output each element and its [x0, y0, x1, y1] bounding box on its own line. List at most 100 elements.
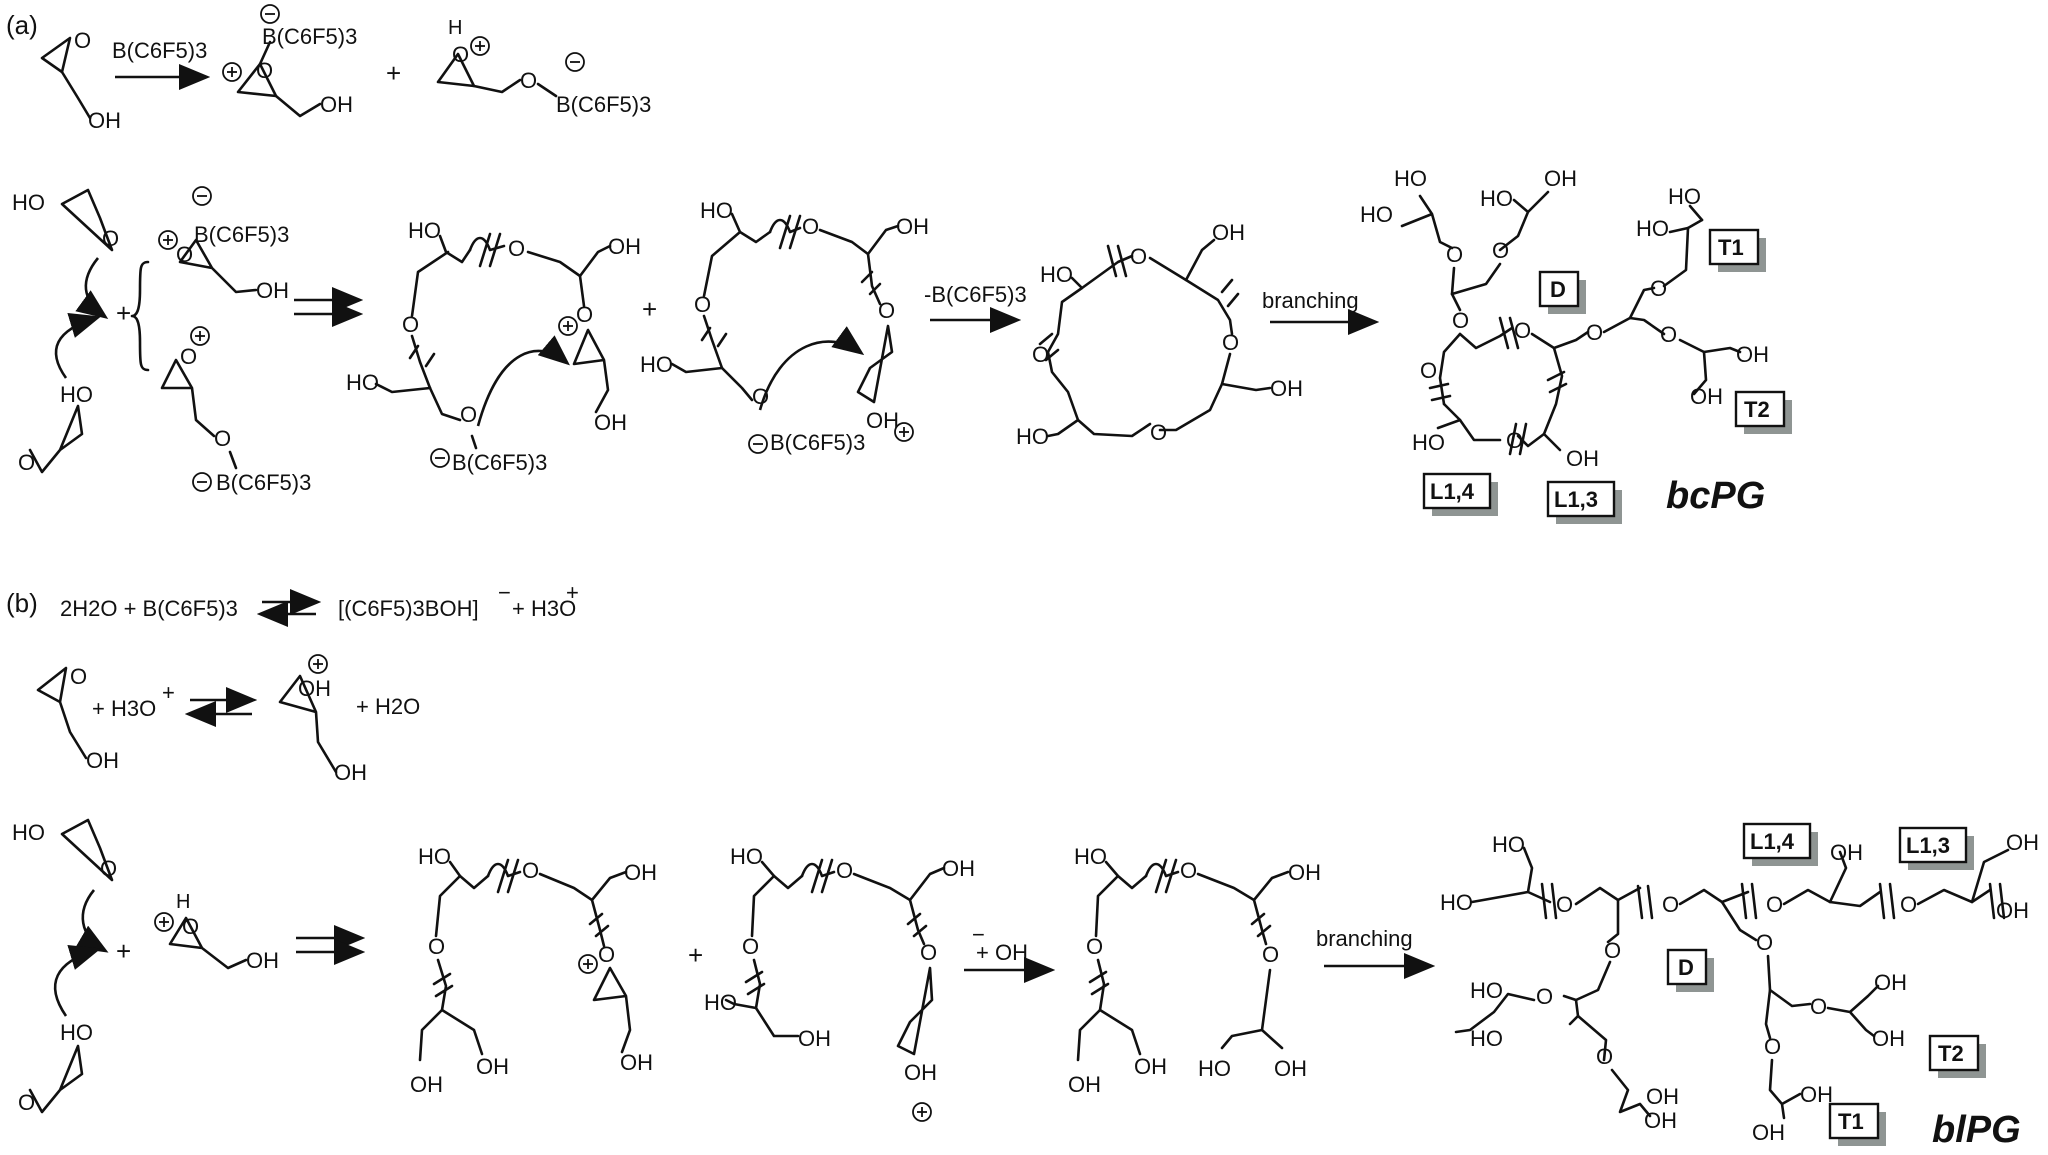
- epoxide-oxygen: O: [452, 42, 469, 67]
- ether-oxygen: O: [1586, 320, 1603, 345]
- hydroxyl-label: HO: [1016, 424, 1049, 449]
- protonated-epoxide-label: OH: [904, 1060, 937, 1085]
- hydroxyl-label: HO: [60, 1020, 93, 1045]
- hydroxyl-label: OH: [1288, 860, 1321, 885]
- ether-oxygen: O: [1900, 892, 1917, 917]
- protonated-glycidol: O H OH: [154, 891, 279, 973]
- hydronium-label: + H3O: [512, 596, 576, 621]
- ether-oxygen: O: [920, 940, 937, 965]
- hydroxyl-label: OH: [2006, 830, 2039, 855]
- hydroxyl-label: OH: [256, 278, 289, 303]
- panel-label-b: (b): [6, 588, 38, 618]
- water-equilibrium-left: 2H2O + B(C6F5)3: [60, 596, 238, 621]
- ether-oxygen: O: [694, 292, 711, 317]
- unit-label-t1: T1: [1828, 1102, 1886, 1146]
- hydroxyl-label: HO: [12, 190, 45, 215]
- ether-oxygen: O: [1180, 858, 1197, 883]
- product-label-blpg: blPG: [1932, 1109, 2021, 1151]
- hydroxyl-label: OH: [1646, 1084, 1679, 1109]
- ether-oxygen: O: [1420, 358, 1437, 383]
- hydroxyl-label: OH: [1274, 1056, 1307, 1081]
- ether-oxygen: O: [1650, 276, 1667, 301]
- panel-label-a: (a): [6, 10, 38, 40]
- hydroxyl-label: HO: [1470, 1026, 1503, 1051]
- hydroxyl-label: HO: [700, 198, 733, 223]
- ether-oxygen: O: [802, 214, 819, 239]
- hydroxyl-label: OH: [86, 748, 119, 773]
- ether-oxygen: O: [1756, 930, 1773, 955]
- ether-oxygen: O: [214, 426, 231, 451]
- hydroxyl-label: HO: [1480, 186, 1513, 211]
- epoxide-oxygen: O: [100, 856, 117, 881]
- ether-oxygen: O: [1130, 244, 1147, 269]
- borane-label: B(C6F5)3: [194, 222, 289, 247]
- hydroxyl-label: OH: [594, 410, 627, 435]
- brace: [130, 260, 150, 372]
- hydroxyl-label: HO: [60, 382, 93, 407]
- cyclic-oligomer-b: HO O OH OH O OH O HO OH: [1068, 844, 1321, 1097]
- epoxide-oxygen: O: [18, 450, 35, 475]
- epoxide-oxygen: O: [74, 28, 91, 53]
- hydroxyl-label: HO: [1492, 832, 1525, 857]
- hydroxyl-label: OH: [1270, 376, 1303, 401]
- svg-text:T1: T1: [1838, 1109, 1864, 1134]
- hydroxyl-label: OH: [1644, 1108, 1677, 1133]
- product-label-bcpg: bcPG: [1666, 475, 1765, 517]
- ether-oxygen: O: [1032, 342, 1049, 367]
- hydroxyl-label: HO: [1394, 166, 1427, 191]
- ether-oxygen: O: [1506, 428, 1523, 453]
- plus-charge: +: [566, 580, 579, 605]
- ether-oxygen: O: [1764, 1034, 1781, 1059]
- hydroxyl-label: OH: [1212, 220, 1245, 245]
- hydroxyl-label: HO: [1668, 184, 1701, 209]
- svg-text:L1,4: L1,4: [1430, 479, 1475, 504]
- plus-sign: +: [116, 936, 131, 966]
- ether-oxygen: O: [1514, 318, 1531, 343]
- ether-oxygen: O: [1810, 994, 1827, 1019]
- borane-epoxide-adduct: O B(C6F5)3 OH: [222, 4, 357, 118]
- hydroxyl-label: HO: [346, 370, 379, 395]
- water-equilibrium-right: [(C6F5)3BOH]: [338, 596, 479, 621]
- unit-label-l13: L1,3: [1898, 826, 1974, 870]
- hydroxyl-label: HO: [12, 820, 45, 845]
- bcpg-structure: HO HO O HO OH O O O O O HO HO O OH OH OH: [1360, 166, 1769, 471]
- hydroxyl-label: HO: [408, 218, 441, 243]
- hydroxyl-label: OH: [476, 1054, 509, 1079]
- branching-label: branching: [1316, 926, 1413, 951]
- hydroxyl-label: OH: [320, 92, 353, 117]
- ether-oxygen: O: [1556, 892, 1573, 917]
- cyclic-oligomer: HO O OH O OH O O HO: [1016, 220, 1303, 449]
- borane-label: B(C6F5)3: [262, 24, 357, 49]
- oxonium-oxygen: O: [576, 302, 593, 327]
- svg-text:L1,4: L1,4: [1750, 829, 1795, 854]
- ether-oxygen: O: [1492, 238, 1509, 263]
- unit-label-l14: L1,4: [1742, 822, 1818, 866]
- svg-text:L1,3: L1,3: [1906, 833, 1950, 858]
- ether-oxygen: O: [1766, 892, 1783, 917]
- plus-sign: +: [688, 940, 703, 970]
- hydroxyl-label: HO: [418, 844, 451, 869]
- hydroxyl-label: OH: [410, 1072, 443, 1097]
- protonated-epoxide-borate: O H O B(C6F5)3: [436, 17, 651, 117]
- ether-oxygen: O: [742, 934, 759, 959]
- svg-text:D: D: [1678, 955, 1694, 980]
- epoxide-oxygen: O: [18, 1090, 35, 1115]
- minus-charge: −: [972, 922, 985, 947]
- unit-label-t1: T1: [1708, 228, 1766, 272]
- hydroxyl-label: OH: [1830, 840, 1863, 865]
- hydroxyl-label: OH: [896, 214, 929, 239]
- unit-label-l13: L1,3: [1546, 480, 1622, 524]
- blpg-structure: HO HO O O O HO HO O OH OH O O O OH OH O …: [1440, 830, 2039, 1145]
- ether-oxygen: O: [522, 858, 539, 883]
- hydroxyl-label: OH: [942, 856, 975, 881]
- hydroxyl-label: HO: [1360, 202, 1393, 227]
- hydronium-reagent: + H3O: [92, 696, 156, 721]
- epoxide-oxygen: O: [182, 914, 199, 939]
- glycidol-nucleophiles: HO O HO O: [12, 818, 117, 1115]
- hydroxyl-label: HO: [1440, 890, 1473, 915]
- ether-oxygen: O: [878, 298, 895, 323]
- hydroxyl-label: OH: [1872, 1026, 1905, 1051]
- ether-oxygen: O: [1660, 322, 1677, 347]
- plus-sign: +: [386, 58, 401, 88]
- epoxide-oxygen: O: [102, 226, 119, 251]
